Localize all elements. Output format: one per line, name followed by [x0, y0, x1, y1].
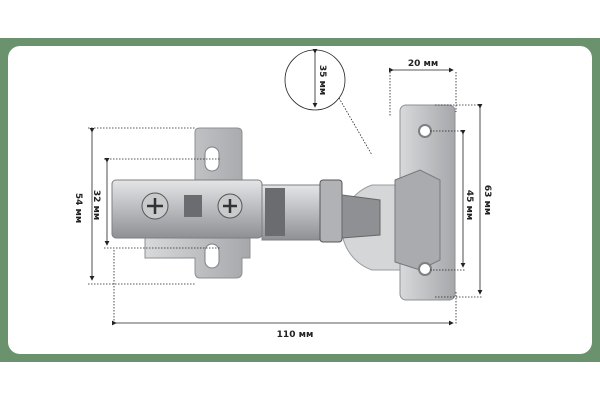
dim-cup-plate-height: 63 мм — [482, 185, 492, 215]
dim-cup-diameter: 35 мм — [317, 65, 327, 95]
cup-hole-bottom — [418, 262, 432, 276]
dim-plate-height: 54 мм — [73, 193, 83, 223]
cup-hole-top — [418, 124, 432, 138]
dim-top-width: 20 мм — [408, 59, 438, 69]
dim-total-length: 110 мм — [277, 330, 314, 340]
dim-cup-hole-spacing: 45 мм — [464, 190, 474, 220]
hinge — [111, 104, 456, 301]
dim-plate-hole-spacing: 32 мм — [91, 190, 101, 220]
knuckle — [319, 179, 343, 243]
